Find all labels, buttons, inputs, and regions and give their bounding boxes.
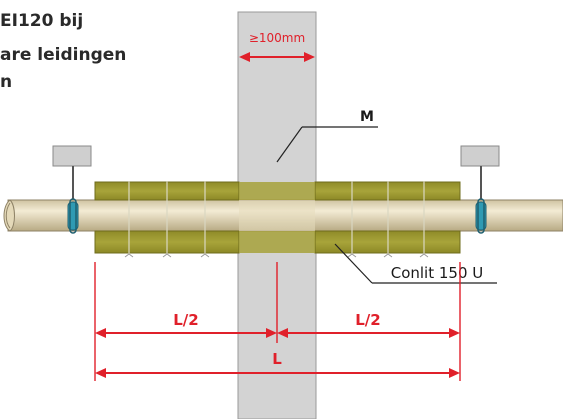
extension-lines: [94, 262, 461, 381]
half-length-label-right: L/2: [355, 311, 380, 329]
wire-ends: [124, 253, 429, 258]
total-length-label: L: [272, 350, 282, 368]
wall-thickness-label: ≥100mm: [249, 31, 305, 45]
hanger-left: [52, 145, 92, 205]
clamp-right: [475, 198, 487, 234]
insulation-label: Conlit 150 U: [391, 264, 484, 282]
title-line-2: are leidingen: [0, 45, 127, 65]
wall-label: M: [360, 109, 374, 125]
wall-thickness-dimension: [239, 52, 315, 62]
total-length-dimension: [95, 368, 460, 378]
hanger-right: [460, 145, 500, 205]
half-length-dimension-left: [95, 328, 277, 338]
half-length-dimension-right: [277, 328, 460, 338]
clamp-left: [67, 198, 79, 234]
insulation-leader: [334, 243, 497, 284]
half-length-label-left: L/2: [173, 311, 198, 329]
title-line-1: EI120 bij: [0, 11, 84, 31]
wall-leader: [276, 126, 378, 163]
title-line-3: n: [0, 72, 13, 92]
binding-wires: [128, 181, 425, 254]
